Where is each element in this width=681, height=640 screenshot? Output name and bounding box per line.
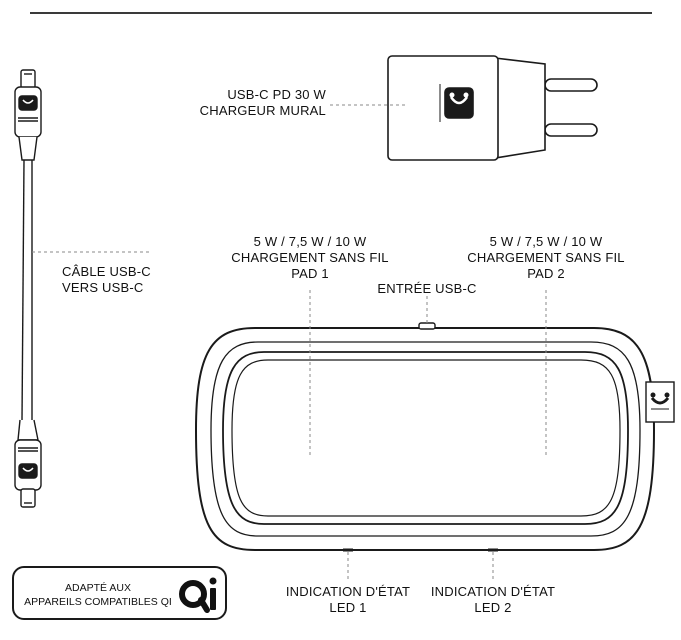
- leader-lines: [32, 104, 547, 580]
- qi-compatibility-badge: ADAPTÉ AUX APPAREILS COMPATIBLES QI: [12, 566, 227, 620]
- pad-brand-tag: [645, 381, 675, 423]
- wall-charger: [387, 55, 598, 161]
- label-usb-input: ENTRÉE USB-C: [377, 281, 477, 296]
- qi-logo-icon: [179, 577, 217, 613]
- label-cable: CÂBLE USB-C VERS USB-C: [62, 264, 151, 295]
- label-pad-1: 5 W / 7,5 W / 10 W CHARGEMENT SANS FIL P…: [231, 234, 389, 281]
- brand-logo: [444, 87, 474, 119]
- wireless-charging-pad: [194, 322, 656, 552]
- usb-c-cable: [14, 69, 42, 508]
- label-led-2: INDICATION D'ÉTAT LED 2: [430, 584, 556, 615]
- label-wall-charger: USB-C PD 30 W CHARGEUR MURAL: [199, 87, 326, 118]
- qi-badge-text: ADAPTÉ AUX APPAREILS COMPATIBLES QI: [24, 582, 172, 608]
- label-led-1: INDICATION D'ÉTAT LED 1: [285, 584, 411, 615]
- label-pad-2: 5 W / 7,5 W / 10 W CHARGEMENT SANS FIL P…: [467, 234, 625, 281]
